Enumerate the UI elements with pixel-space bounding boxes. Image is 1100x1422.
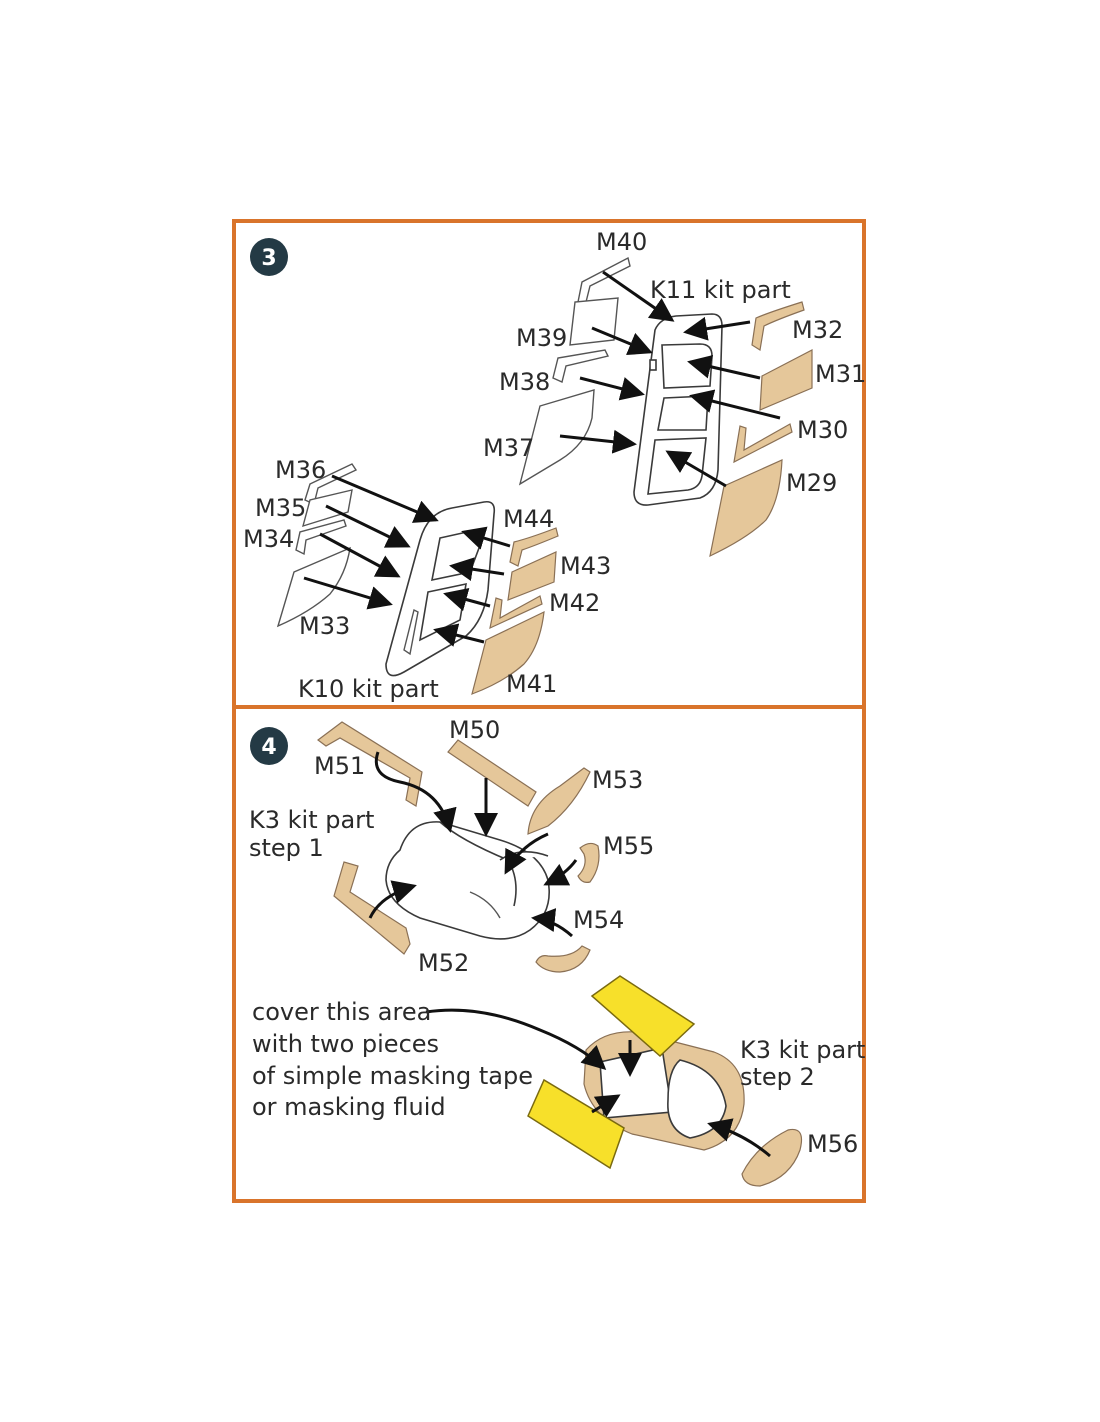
label-m36: M36	[275, 456, 326, 484]
label-m53: M53	[592, 766, 643, 794]
label-m50: M50	[449, 716, 500, 744]
svg-text:4: 4	[261, 735, 276, 760]
label-m30: M30	[797, 416, 848, 444]
mask-m33	[276, 546, 351, 628]
label-k3-step-1-title: K3 kit part	[249, 806, 374, 834]
label-m51: M51	[314, 752, 365, 780]
label-m35: M35	[255, 494, 306, 522]
mask-m56	[741, 1128, 803, 1187]
note-line-1: cover this area	[252, 998, 431, 1026]
mask-m54	[535, 945, 591, 973]
tape-piece-bottom	[527, 1078, 625, 1170]
label-m32: M32	[792, 316, 843, 344]
label-m34: M34	[243, 525, 294, 553]
label-m29: M29	[786, 469, 837, 497]
label-m38: M38	[499, 368, 550, 396]
step-3-arrows	[303, 270, 781, 647]
tape-piece-top	[590, 975, 696, 1058]
label-m39: M39	[516, 324, 567, 352]
label-k11-kit-part: K11 kit part	[650, 276, 791, 304]
step-3-badge: 3	[250, 238, 288, 276]
label-m44: M44	[503, 505, 554, 533]
mask-m32	[751, 301, 805, 351]
mask-m37	[518, 389, 595, 486]
label-k3-step-2-step: step 2	[740, 1063, 815, 1091]
label-m52: M52	[418, 949, 469, 977]
k10-kit-part	[385, 500, 496, 677]
label-m43: M43	[560, 552, 611, 580]
label-m37: M37	[483, 434, 534, 462]
label-m42: M42	[549, 589, 600, 617]
note-line-4: or masking fluid	[252, 1093, 446, 1121]
note-line-3: of simple masking tape	[252, 1062, 533, 1090]
label-k3-step-2-title: K3 kit part	[740, 1036, 865, 1064]
mask-m52	[333, 861, 411, 955]
mask-m39	[569, 297, 619, 346]
label-m55: M55	[603, 832, 654, 860]
mask-m41	[471, 610, 545, 695]
mask-m31	[759, 349, 813, 411]
step-4-frame	[232, 705, 866, 1203]
label-m56: M56	[807, 1130, 858, 1158]
label-m33: M33	[299, 612, 350, 640]
mask-m34	[295, 519, 347, 556]
mask-m30	[733, 423, 793, 464]
label-k3-step-1-step: step 1	[249, 834, 324, 862]
label-m40: M40	[596, 228, 647, 256]
svg-text:3: 3	[261, 246, 276, 271]
step-4-arrows	[368, 751, 771, 1158]
mask-m50	[447, 739, 537, 807]
note-line-2: with two pieces	[252, 1030, 439, 1058]
k3-kit-part-step-1	[385, 821, 550, 940]
mask-m29	[709, 459, 783, 558]
mask-m44	[509, 527, 559, 567]
step-4-badge: 4	[250, 727, 288, 765]
mask-m43	[507, 551, 557, 601]
label-k10-kit-part: K10 kit part	[298, 675, 439, 703]
mask-m42	[489, 595, 543, 630]
label-m31: M31	[815, 360, 866, 388]
mask-m53	[527, 767, 591, 835]
label-m54: M54	[573, 906, 624, 934]
label-m41: M41	[506, 670, 557, 698]
mask-m38	[552, 349, 610, 383]
mask-m55	[577, 842, 600, 883]
mask-m51	[317, 721, 423, 807]
